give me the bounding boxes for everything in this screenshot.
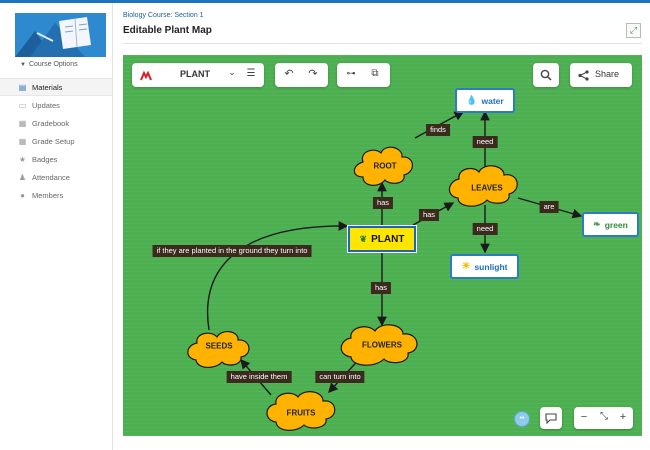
node-sunlight[interactable]: ☀sunlight: [450, 254, 519, 279]
header-divider: [123, 43, 642, 44]
sidebar-item-attendance[interactable]: ♟Attendance: [18, 172, 70, 182]
sidebar-item-materials[interactable]: ▤Materials: [0, 78, 112, 96]
sidebar-item-gradebook[interactable]: ▦Gradebook: [18, 118, 70, 128]
node-fruits[interactable]: FRUITS: [286, 408, 316, 418]
caret-down-icon: ▼: [20, 62, 26, 68]
comments-button[interactable]: [540, 407, 562, 429]
sidebar-item-members[interactable]: ●Members: [0, 186, 112, 204]
sidebar: ▼Course Options ▤Materials ▭Updates ▦Gra…: [0, 3, 113, 450]
sidebar-item-updates[interactable]: ▭Updates: [18, 100, 60, 110]
node-plant[interactable]: ❦PLANT: [348, 226, 416, 252]
search-button[interactable]: [533, 63, 559, 87]
page-title: Editable Plant Map: [123, 25, 212, 36]
fit-to-screen-icon[interactable]: ⤡: [600, 411, 608, 422]
link-label-need-sunlight[interactable]: need: [472, 223, 498, 235]
course-banner-image[interactable]: [15, 13, 106, 57]
link-label-if-planted[interactable]: if they are planted in the ground they t…: [152, 245, 312, 257]
link-label-has-leaves[interactable]: has: [418, 209, 440, 221]
link-label-need-water[interactable]: need: [472, 136, 498, 148]
fullscreen-icon[interactable]: ⤢: [626, 23, 641, 38]
share-button[interactable]: Share: [570, 63, 632, 87]
map-name[interactable]: PLANT: [180, 69, 210, 79]
undo-icon[interactable]: ↶: [284, 68, 294, 80]
breadcrumb[interactable]: Biology Course: Section 1: [123, 12, 204, 19]
add-link-icon[interactable]: ⊶: [346, 68, 356, 78]
leaf-icon: ❧: [593, 219, 601, 229]
mind-map-canvas[interactable]: PLANT ⌄ ☰ ↶ ↷ ⊶ ⧉ Share: [123, 55, 642, 436]
link-label-have-inside-them[interactable]: have inside them: [226, 371, 292, 383]
search-icon: [540, 69, 552, 81]
share-icon: [578, 70, 589, 81]
sidebar-item-grade-setup[interactable]: ▦Grade Setup: [18, 136, 75, 146]
link-label-has-root[interactable]: has: [372, 197, 394, 209]
redo-icon[interactable]: ↷: [308, 68, 318, 80]
collaborator-avatar[interactable]: ••: [514, 411, 530, 427]
map-title-toolbar: PLANT ⌄ ☰: [132, 63, 264, 87]
gradebook-icon: ▦: [18, 118, 27, 128]
course-options-toggle[interactable]: ▼Course Options: [20, 61, 78, 68]
node-seeds[interactable]: SEEDS: [205, 341, 233, 351]
node-flowers[interactable]: FLOWERS: [362, 340, 402, 350]
history-toolbar: ↶ ↷: [275, 63, 328, 87]
copy-node-icon[interactable]: ⧉: [371, 68, 379, 79]
app-logo-icon: [140, 69, 152, 82]
updates-icon: ▭: [18, 100, 27, 110]
insert-toolbar: ⊶ ⧉: [337, 63, 390, 87]
menu-icon[interactable]: ☰: [246, 68, 256, 79]
link-label-can-turn-into[interactable]: can turn into: [315, 371, 365, 383]
zoom-controls: − ⤡ +: [574, 407, 633, 429]
badges-icon: ★: [18, 154, 27, 164]
chevron-down-icon[interactable]: ⌄: [228, 67, 236, 77]
node-green[interactable]: ❧green: [582, 212, 639, 237]
comment-icon: [545, 413, 557, 424]
water-drop-icon: 💧: [466, 95, 478, 105]
node-leaves[interactable]: LEAVES: [471, 183, 503, 193]
sidebar-item-badges[interactable]: ★Badges: [18, 154, 58, 164]
members-icon: ●: [20, 190, 25, 200]
node-root[interactable]: ROOT: [373, 161, 397, 171]
node-water[interactable]: 💧water: [455, 88, 515, 113]
zoom-in-button[interactable]: +: [619, 411, 627, 423]
sidebar-nav: ▤Materials ▭Updates ▦Gradebook ▦Grade Se…: [0, 78, 112, 204]
materials-icon: ▤: [18, 82, 27, 92]
link-label-are[interactable]: are: [539, 201, 559, 213]
sprout-icon: ❦: [359, 233, 368, 244]
top-accent-bar: [0, 0, 650, 3]
link-label-has-flowers[interactable]: has: [370, 282, 392, 294]
share-label: Share: [595, 69, 620, 79]
attendance-icon: ♟: [18, 172, 27, 182]
link-label-finds[interactable]: finds: [426, 124, 450, 136]
sun-icon: ☀: [461, 261, 471, 272]
grade-setup-icon: ▦: [18, 136, 27, 146]
zoom-out-button[interactable]: −: [580, 411, 588, 423]
